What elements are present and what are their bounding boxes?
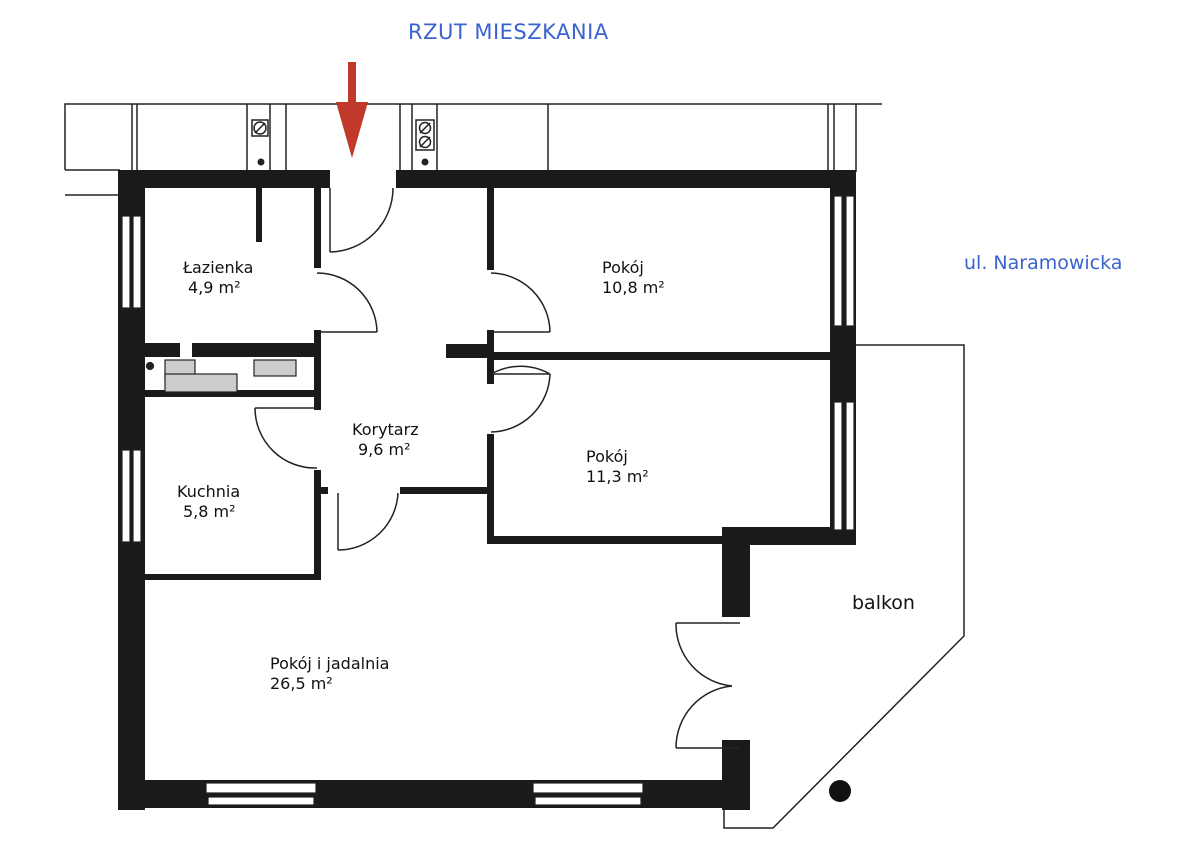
kitchen-counter <box>145 343 297 393</box>
plan-title: RZUT MIESZKANIA <box>408 20 609 44</box>
room-name: Pokój i jadalnia <box>270 654 390 673</box>
stairwell-outline <box>64 103 882 196</box>
arrow-down-icon <box>336 62 368 158</box>
room-area: 26,5 m² <box>270 674 333 693</box>
room-area: 11,3 m² <box>586 467 649 486</box>
room-living-dining: Pokój i jadalnia 26,5 m² <box>270 654 389 694</box>
room-area: 9,6 m² <box>358 440 411 459</box>
doors <box>254 187 740 749</box>
room-name: Kuchnia <box>177 482 241 501</box>
room-area: 4,9 m² <box>188 278 241 297</box>
room-name: Pokój <box>586 447 628 466</box>
room-name: Korytarz <box>352 420 419 439</box>
room-kitchen: Kuchnia 5,8 m² <box>177 482 240 522</box>
room-bathroom: Łazienka 4,9 m² <box>183 258 253 298</box>
room-area: 5,8 m² <box>183 502 236 521</box>
windows <box>121 195 855 806</box>
balcony-post <box>829 780 851 802</box>
balcony-outline <box>723 344 965 829</box>
ventilation-ducts <box>251 119 435 166</box>
room-name: Łazienka <box>183 258 254 277</box>
room-bedroom-2: Pokój 11,3 m² <box>586 447 649 487</box>
interior-walls <box>145 188 830 580</box>
street-label: ul. Naramowicka <box>964 252 1123 274</box>
room-name: Pokój <box>602 258 644 277</box>
room-area: 10,8 m² <box>602 278 665 297</box>
room-corridor: Korytarz 9,6 m² <box>352 420 419 460</box>
balcony-label: balkon <box>852 592 915 614</box>
room-bedroom-1: Pokój 10,8 m² <box>602 258 665 298</box>
